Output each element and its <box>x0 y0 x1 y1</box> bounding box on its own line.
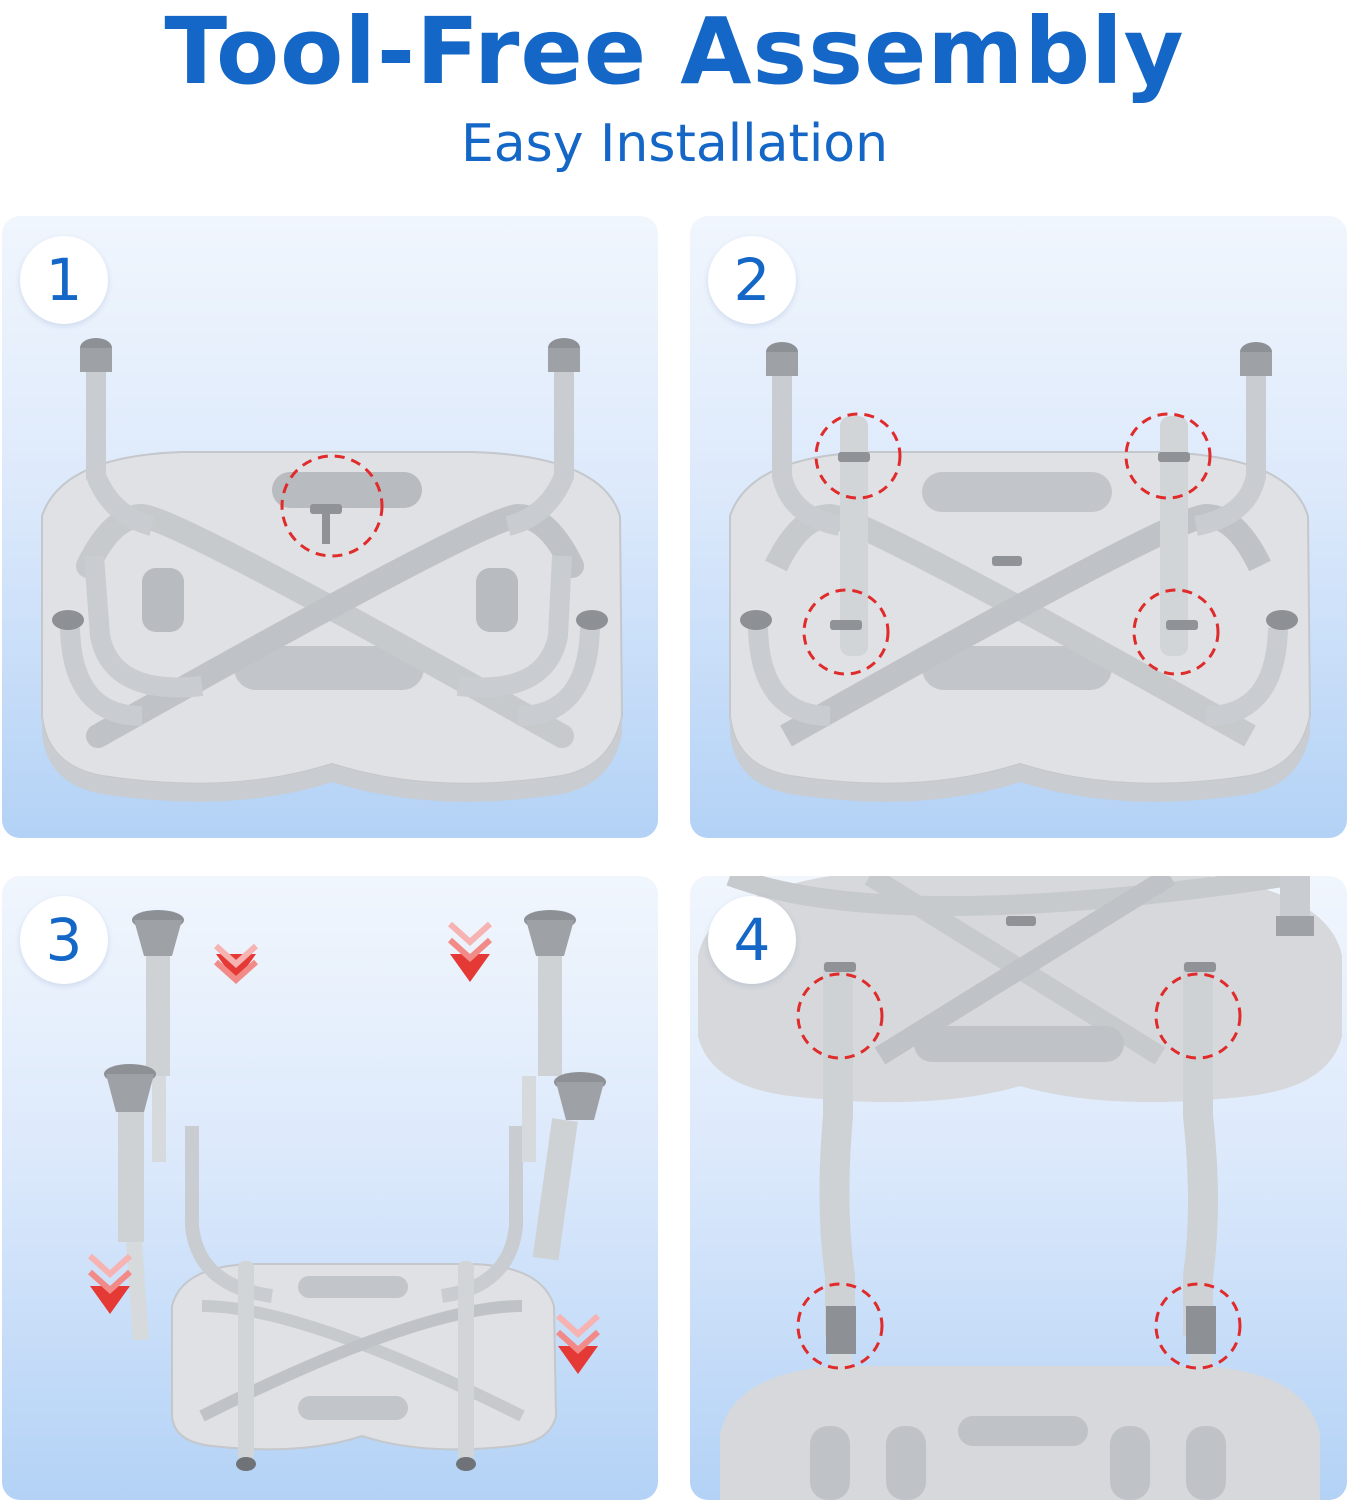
knob <box>1166 620 1198 630</box>
tube-cap <box>52 610 84 630</box>
step-2-panel: 2 <box>690 216 1347 838</box>
down-arrow-icon <box>555 1313 601 1374</box>
step-3-illustration <box>87 910 606 1471</box>
knob <box>992 556 1022 566</box>
dashed-highlight-circle <box>796 972 884 1060</box>
tube-cap <box>1266 610 1298 630</box>
step-2-illustration <box>729 342 1312 802</box>
dashed-highlight-circle <box>1132 588 1220 676</box>
inner-tube <box>238 1261 254 1461</box>
leg-tube <box>60 627 143 726</box>
leg-tube <box>1183 966 1218 1336</box>
dashed-highlight-circle <box>1124 412 1212 500</box>
dashed-highlight-circle <box>814 412 902 500</box>
frame-tube <box>726 876 1292 916</box>
knob <box>1006 916 1036 926</box>
loose-leg <box>104 1064 156 1341</box>
seat-slot <box>922 472 1112 512</box>
dashed-highlight-circle <box>1154 972 1242 1060</box>
seat-slot <box>298 1396 408 1420</box>
step-4-illustration <box>698 876 1342 1500</box>
page-subtitle: Easy Installation <box>460 114 889 174</box>
seat-slot <box>234 646 424 690</box>
step-number-badge: 1 <box>20 236 108 324</box>
page-title: Tool-Free Assembly <box>164 0 1185 105</box>
seat-slot <box>810 1426 850 1500</box>
seat-slot <box>298 1276 408 1298</box>
step-number-badge: 3 <box>20 896 108 984</box>
down-arrow-icon <box>87 1253 133 1314</box>
knob <box>1184 962 1216 972</box>
leg-tube <box>456 555 572 698</box>
seat-slot <box>142 568 184 632</box>
knob <box>310 504 342 514</box>
step-3-panel: 3 <box>2 876 658 1500</box>
seat-slot <box>886 1426 926 1500</box>
inner-tube <box>458 1261 474 1461</box>
tube-cap <box>576 610 608 630</box>
seat-slot <box>922 646 1112 690</box>
seat-shape <box>698 876 1342 1103</box>
dashed-highlight-circle <box>1154 1282 1242 1370</box>
knob <box>1158 452 1190 462</box>
leg-tube <box>84 555 204 698</box>
dashed-highlight-circle <box>802 588 890 676</box>
tube-cap <box>740 610 772 630</box>
frame-tube <box>874 876 1176 1065</box>
frame-tube <box>199 1300 523 1422</box>
seat-slot <box>1110 1426 1150 1500</box>
seat-slot <box>914 1026 1124 1062</box>
down-arrow-icon <box>447 921 493 982</box>
knob <box>830 620 862 630</box>
step-number-badge: 4 <box>708 896 796 984</box>
leg-tube <box>819 966 855 1336</box>
knob <box>838 452 870 462</box>
step-1-illustration <box>41 338 624 802</box>
seat-slot <box>476 568 518 632</box>
inner-tube <box>1160 416 1188 656</box>
seat-slot <box>958 1416 1088 1446</box>
leg-collar <box>826 1306 856 1354</box>
inner-tube <box>840 416 868 656</box>
loose-leg <box>532 1072 606 1261</box>
loose-leg <box>522 910 576 1162</box>
step-number-badge: 2 <box>708 236 796 324</box>
frame-tube <box>86 503 584 748</box>
seat-slot <box>272 472 422 508</box>
frame-tube <box>76 503 574 748</box>
loose-leg <box>132 910 184 1162</box>
dashed-highlight-circle <box>280 454 384 558</box>
leg-collar <box>1186 1306 1216 1354</box>
knob <box>824 962 856 972</box>
step-1-panel: 1 <box>2 216 658 838</box>
down-arrow-icon <box>213 943 259 985</box>
leg-tube <box>517 627 600 726</box>
step-4-panel: 4 <box>690 876 1347 1500</box>
dashed-highlight-circle <box>796 1282 884 1370</box>
seat-slot <box>1186 1426 1226 1500</box>
